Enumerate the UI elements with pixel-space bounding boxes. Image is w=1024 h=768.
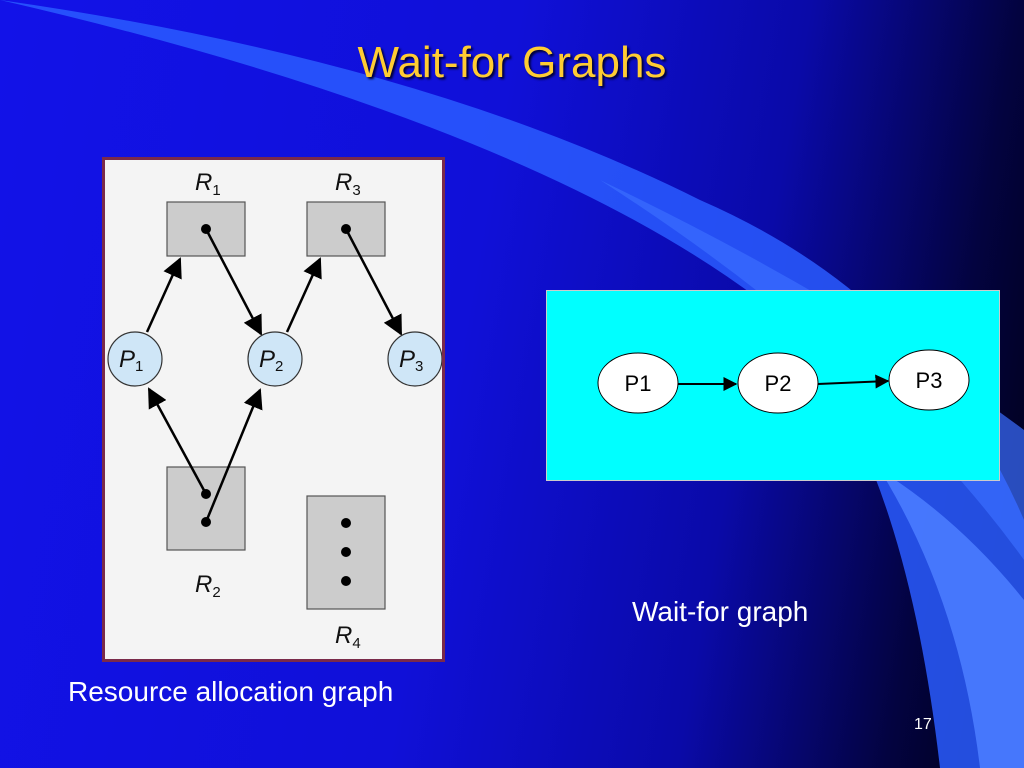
wait-for-graph: P1 P2 P3 bbox=[597, 349, 970, 414]
wfg-node-p2: P2 bbox=[737, 352, 819, 414]
wfg-node-label: P1 bbox=[625, 371, 652, 396]
edge-r3-assigned-p3 bbox=[344, 228, 403, 336]
edge-p2-requests-r3 bbox=[285, 257, 322, 333]
resource-r4-instance bbox=[341, 518, 351, 528]
svg-text:P1: P1 bbox=[119, 346, 143, 375]
resource-r4-instance bbox=[341, 576, 351, 586]
wfg-node-p3: P3 bbox=[888, 349, 970, 411]
resource-label-r4: R4 bbox=[335, 622, 361, 652]
resource-r2-box bbox=[166, 466, 246, 551]
wfg-edge-p2-p3 bbox=[817, 374, 890, 389]
edge-r1-assigned-p2 bbox=[204, 228, 263, 336]
svg-text:P3: P3 bbox=[399, 346, 423, 375]
process-node-p3: P3 bbox=[387, 331, 443, 387]
resource-allocation-graph-panel: R1 R3 R2 R4 P1 bbox=[102, 157, 445, 662]
process-node-p1: P1 bbox=[107, 331, 163, 387]
edge-p1-requests-r1 bbox=[145, 257, 182, 333]
wait-for-graph-caption: Wait-for graph bbox=[632, 596, 809, 627]
resource-allocation-graph: R1 R3 R2 R4 P1 bbox=[107, 169, 443, 652]
process-node-p2: P2 bbox=[247, 331, 303, 387]
slide-title: Wait-for Graphs bbox=[357, 38, 667, 87]
edge-r2-assigned-p1 bbox=[147, 387, 208, 495]
svg-text:P2: P2 bbox=[259, 346, 283, 375]
resource-label-r3: R3 bbox=[335, 169, 361, 199]
edge-r2-assigned-p2 bbox=[204, 388, 263, 523]
resource-r4-instance bbox=[341, 547, 351, 557]
wait-for-graph-panel: P1 P2 P3 bbox=[546, 290, 1000, 481]
wfg-node-label: P2 bbox=[765, 371, 792, 396]
resource-allocation-graph-caption: Resource allocation graph bbox=[68, 676, 394, 707]
wfg-node-label: P3 bbox=[916, 368, 943, 393]
wfg-node-p1: P1 bbox=[597, 352, 679, 414]
resource-label-r2: R2 bbox=[195, 571, 221, 601]
resource-label-r1: R1 bbox=[195, 169, 221, 199]
slide-number: 17 bbox=[914, 716, 932, 733]
